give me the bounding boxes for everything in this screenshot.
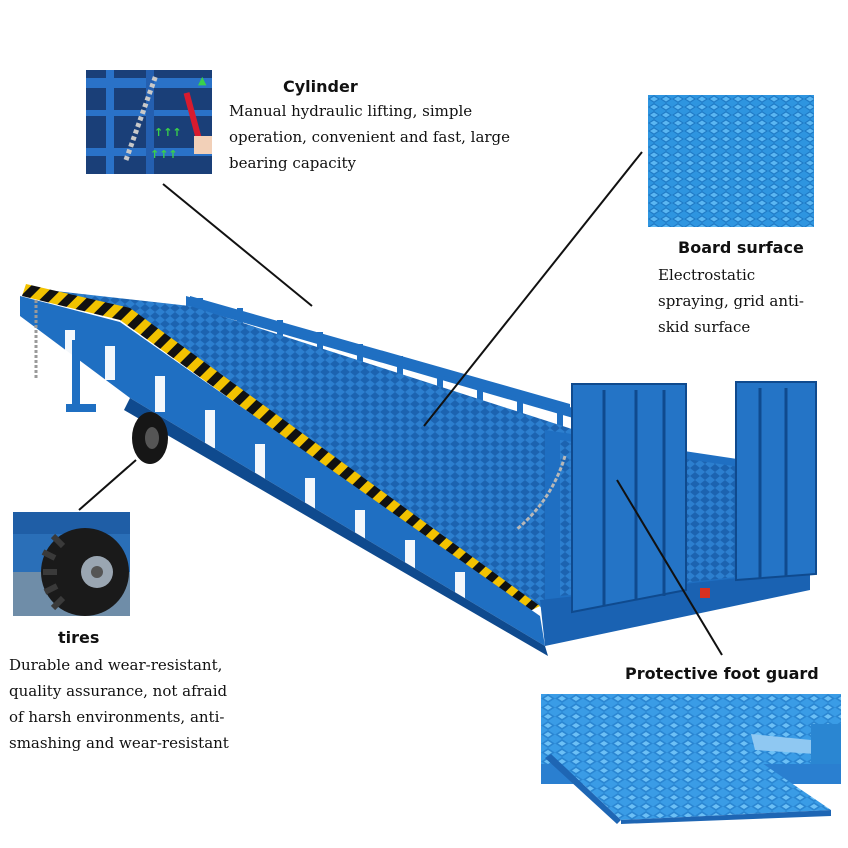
tires-description: Durable and wear-resistant, quality assu…: [9, 652, 229, 756]
svg-text:▲: ▲: [198, 74, 207, 87]
tires-desc-line: Durable and wear-resistant,: [9, 656, 223, 674]
foot-guard-plates: [571, 381, 817, 614]
svg-text:↑↑↑: ↑↑↑: [154, 126, 182, 139]
board-surface-description: Electrostatic spraying, grid anti- skid …: [658, 262, 804, 340]
cylinder-description: Manual hydraulic lifting, simple operati…: [229, 98, 510, 176]
board-desc-line: skid surface: [658, 318, 751, 336]
wheel: [132, 412, 168, 464]
tires-desc-line: of harsh environments, anti-: [9, 708, 225, 726]
board-desc-line: Electrostatic: [658, 266, 756, 284]
cylinder-desc-line: operation, convenient and fast, large: [229, 128, 511, 146]
cylinder-desc-line: Manual hydraulic lifting, simple: [229, 102, 473, 120]
cylinder-desc-line: bearing capacity: [229, 154, 357, 172]
tires-desc-line: quality assurance, not afraid: [9, 682, 228, 700]
board-desc-line: spraying, grid anti-: [658, 292, 804, 310]
far-railing: [186, 296, 580, 420]
foot-guard-thumbnail: [541, 694, 841, 824]
board-surface-title: Board surface: [678, 238, 804, 257]
cylinder-title: Cylinder: [283, 77, 358, 96]
svg-text:↑↑↑: ↑↑↑: [150, 148, 178, 161]
tires-desc-line: smashing and wear-resistant: [9, 734, 229, 752]
pointer-lines: [78, 151, 723, 656]
tires-thumbnail: [13, 512, 130, 616]
foot-guard-title: Protective foot guard: [625, 664, 819, 683]
platform: [545, 430, 810, 610]
board-surface-thumbnail: [648, 95, 814, 227]
cylinder-thumbnail: ▲ ↑↑↑ ↑↑↑: [86, 70, 212, 174]
tires-title: tires: [58, 628, 100, 647]
